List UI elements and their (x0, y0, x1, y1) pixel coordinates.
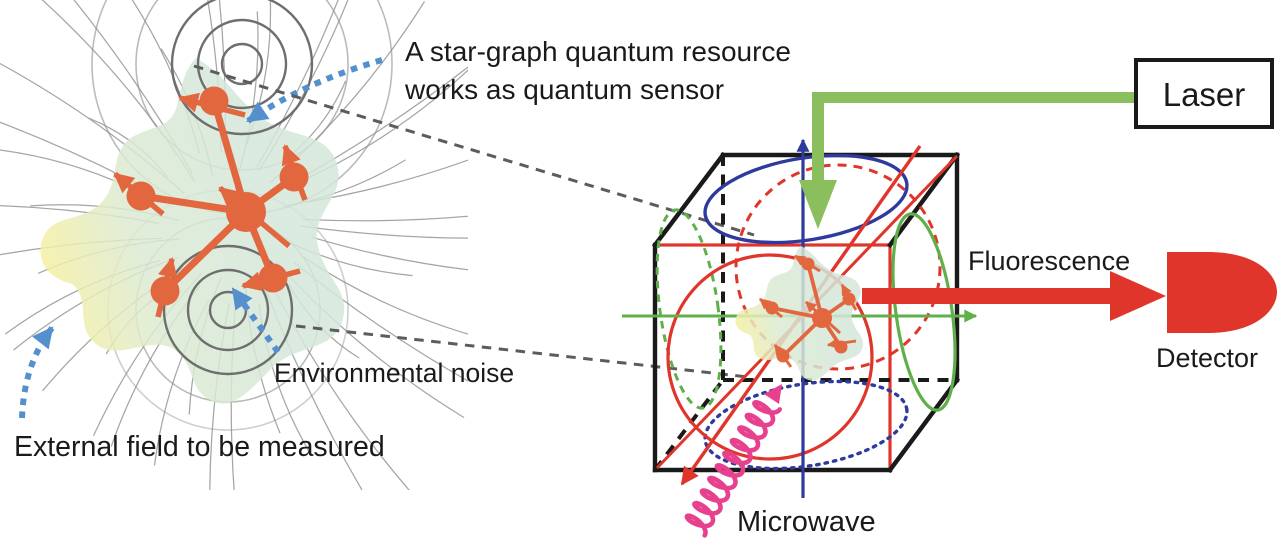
star-graph (113, 86, 309, 318)
left-coil-green-dashed (655, 208, 723, 410)
top-coil-blue (703, 153, 909, 245)
star-graph-small (759, 254, 858, 368)
sensing-region-blob (40, 58, 345, 404)
detector-label: Detector (1156, 343, 1258, 373)
microwave-label: Microwave (737, 506, 876, 538)
laser-beam-arrow-icon (799, 92, 1135, 229)
back-coil-red-dashed (734, 163, 942, 371)
noise-loops-top-icon (170, 0, 314, 136)
annotation-arrows (19, 57, 383, 419)
bottom-coil-blue-dotted (703, 379, 909, 471)
right-coil-green (891, 212, 957, 412)
field-pointer-arrow-icon (19, 326, 55, 419)
fluorescence-label: Fluorescence (968, 246, 1130, 276)
front-coil-red (666, 253, 874, 461)
fluorescence-beam-arrow-icon (862, 271, 1166, 321)
spin-arrows-small (759, 254, 858, 368)
caption-line2: works as quantum sensor (404, 74, 724, 105)
microwave-arrowhead-icon (764, 384, 782, 404)
laser-box: Laser (1134, 58, 1274, 129)
external-field-label: External field to be measured (14, 431, 385, 463)
microwave-wave-icon (684, 399, 782, 538)
laser-label: Laser (1163, 76, 1246, 113)
environmental-noise-label: Environmental noise (274, 358, 514, 388)
diamond-cube (622, 138, 978, 498)
zoom-cone-lines (193, 64, 755, 379)
caption-line1: A star-graph quantum resource (405, 36, 791, 67)
caption-pointer-arrow-icon (246, 57, 383, 124)
spin-arrows (113, 92, 308, 318)
detector-icon (1167, 252, 1277, 333)
